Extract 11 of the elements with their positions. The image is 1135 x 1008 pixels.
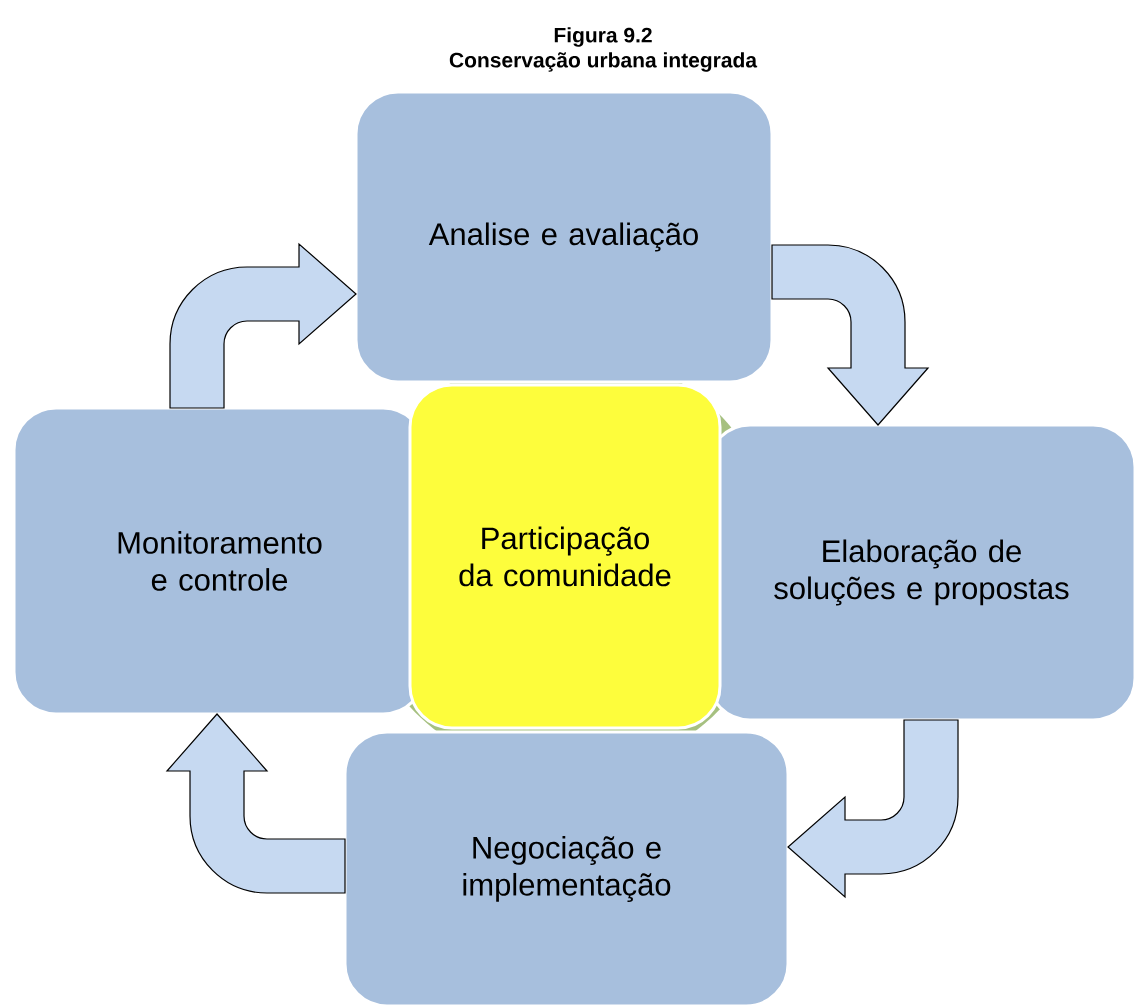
rounded-box: Monitoramento e controle [12,406,427,716]
arrow [166,713,346,894]
arrow [787,719,959,898]
arrow [771,244,929,426]
rounded-box: Analise e avaliação [354,90,774,384]
figure-number: Figura 9.2 [554,27,652,47]
rounded-box: Elaboração de soluções e propostas [706,423,1135,722]
title: Conservação urbana integrada [449,52,758,72]
rounded-box: Negociação e implementação [343,730,790,1008]
arrow [169,243,357,409]
center-box: Participação da comunidade [408,383,722,730]
